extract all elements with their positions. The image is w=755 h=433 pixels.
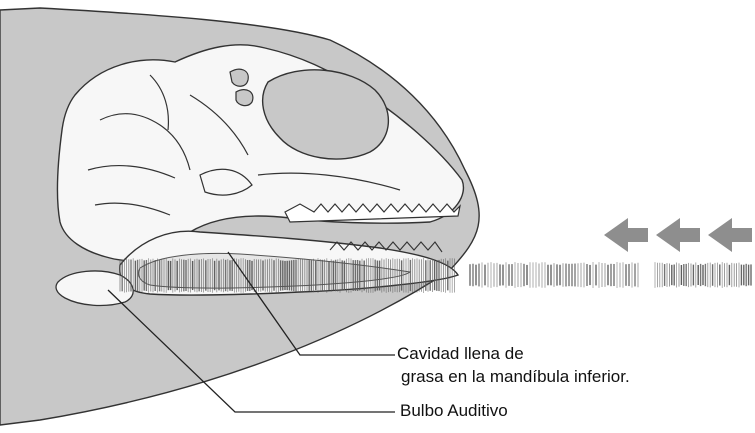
label-fat-cavity-line2: grasa en la mandíbula inferior. bbox=[401, 367, 630, 387]
sound-arrow-icon bbox=[708, 218, 752, 252]
skull-foramen-lower bbox=[236, 90, 253, 106]
sound-wave-band-faded bbox=[470, 262, 638, 288]
sound-arrow-icon bbox=[656, 218, 700, 252]
sound-arrow-icon bbox=[604, 218, 648, 252]
label-fat-cavity-line1: Cavidad llena de bbox=[397, 344, 524, 364]
sound-wave-band-incoming bbox=[655, 262, 751, 288]
skull-foramen-upper bbox=[230, 69, 248, 86]
label-auditory-bulb: Bulbo Auditivo bbox=[400, 401, 508, 421]
